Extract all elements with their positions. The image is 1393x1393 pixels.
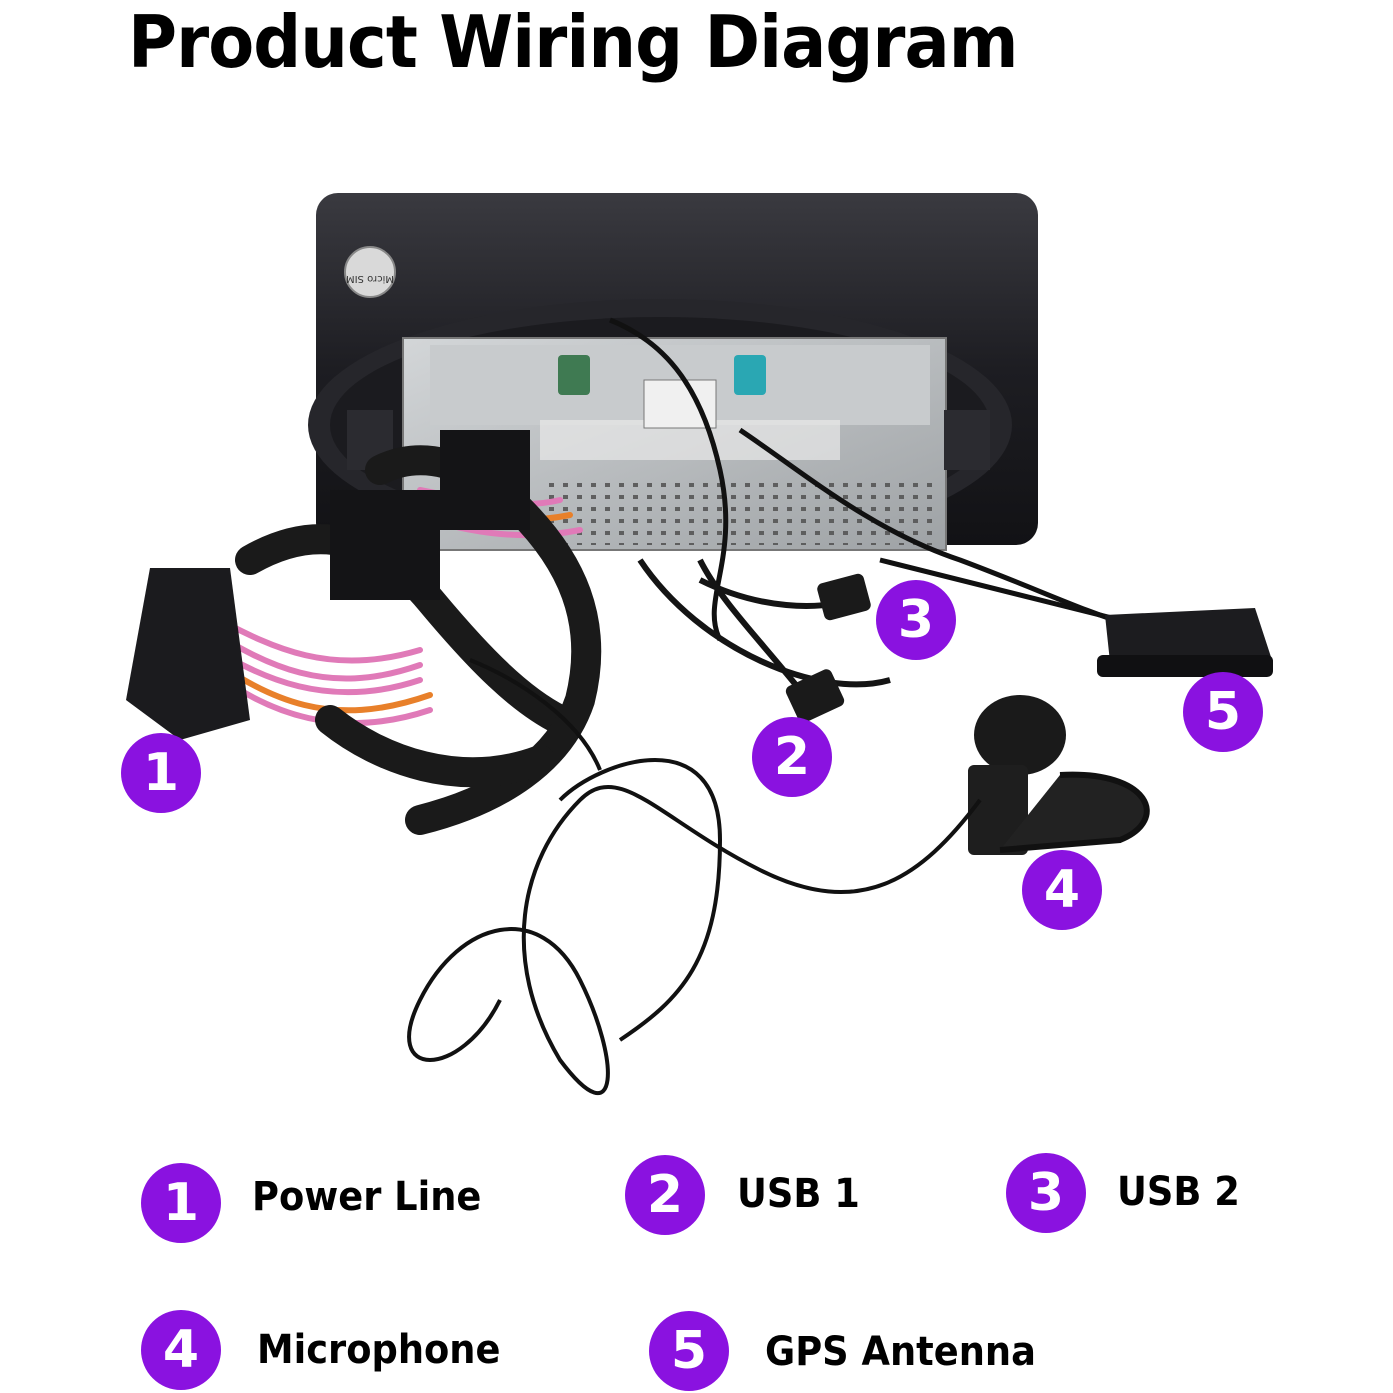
legend-label-power-line: Power Line [252, 1174, 482, 1220]
microphone-cable [407, 658, 982, 1096]
legend-badge-2: 2 [625, 1155, 705, 1235]
microphone [968, 695, 1150, 855]
legend-label-usb-1: USB 1 [737, 1171, 860, 1217]
legend-badge-3: 3 [1006, 1153, 1086, 1233]
gps-antenna [879, 557, 1273, 677]
callout-badge-5: 5 [1183, 672, 1263, 752]
legend-label-microphone: Microphone [257, 1327, 501, 1373]
teal-connector [734, 355, 766, 395]
legend-badge-5: 5 [649, 1311, 729, 1391]
legend-label-usb-2: USB 2 [1117, 1169, 1240, 1215]
legend-badge-1: 1 [141, 1163, 221, 1243]
page-title: Product Wiring Diagram [128, 0, 1019, 84]
power-connector [126, 430, 530, 740]
callout-badge-3: 3 [876, 580, 956, 660]
callout-badge-1: 1 [121, 733, 201, 813]
green-connector [558, 355, 590, 395]
callout-badge-2: 2 [752, 717, 832, 797]
usb-plug-1 [785, 669, 845, 723]
legend-label-gps-antenna: GPS Antenna [765, 1329, 1036, 1375]
micro-sim-slot-icon: Micro SIM [344, 246, 396, 298]
usb-plug-2 [817, 573, 871, 621]
callout-badge-4: 4 [1022, 850, 1102, 930]
side-bracket-right [944, 410, 990, 470]
legend-badge-4: 4 [141, 1310, 221, 1390]
sim-label: Micro SIM [346, 273, 394, 284]
